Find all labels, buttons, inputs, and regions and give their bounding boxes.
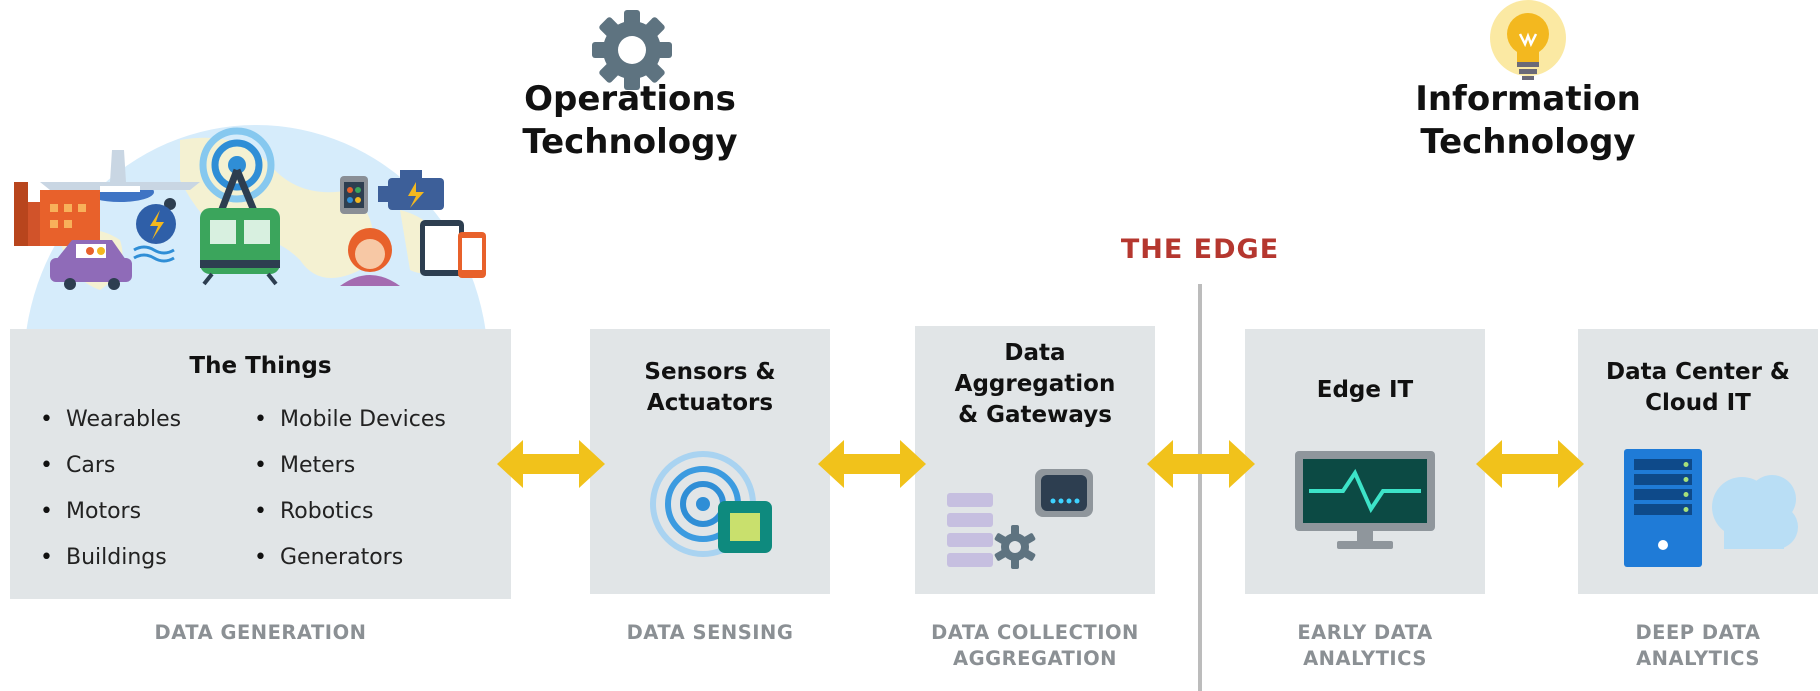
title-line: Actuators <box>646 390 774 416</box>
factory-icon <box>14 182 100 246</box>
things-list-right: Mobile Devices Meters Robotics Generator… <box>254 397 446 581</box>
double-arrow-icon <box>497 440 605 488</box>
title-line: Data <box>1004 340 1066 366</box>
caption-line: DEEP DATA <box>1635 621 1761 644</box>
edge-it-box: Edge IT <box>1245 329 1485 594</box>
edge-it-caption: EARLY DATA ANALYTICS <box>1245 620 1485 672</box>
list-item: Robotics <box>254 489 446 535</box>
gear-icon <box>592 10 672 90</box>
list-item: Mobile Devices <box>254 397 446 443</box>
things-illustration <box>14 125 486 330</box>
title-line: & Gateways <box>958 402 1112 428</box>
it-heading-line1: Information <box>1415 79 1641 119</box>
caption-line: DATA GENERATION <box>154 621 367 644</box>
tablet-icon <box>420 220 464 276</box>
ot-heading-line1: Operations <box>524 79 736 119</box>
datacenter-box: Data Center & Cloud IT <box>1578 329 1818 594</box>
monitor-pulse-icon <box>1295 451 1435 549</box>
double-arrow-icon <box>1147 440 1255 488</box>
caption-line: DATA SENSING <box>626 621 794 644</box>
phone-icon <box>458 232 486 278</box>
double-arrow-icon <box>1476 440 1584 488</box>
title-line: Aggregation <box>954 371 1116 397</box>
ot-heading: Operations Technology <box>480 78 780 164</box>
list-item: Cars <box>40 443 181 489</box>
list-item: Meters <box>254 443 446 489</box>
sensors-box: Sensors & Actuators <box>590 329 830 594</box>
list-item: Buildings <box>40 535 181 581</box>
ot-heading-line2: Technology <box>522 122 738 162</box>
sensors-title: Sensors & Actuators <box>590 357 830 419</box>
caption-line: EARLY DATA <box>1297 621 1433 644</box>
list-item: Generators <box>254 535 446 581</box>
gateway-caption: DATA COLLECTION AGGREGATION <box>895 620 1175 672</box>
double-arrow-icon <box>818 440 926 488</box>
things-list-left: Wearables Cars Motors Buildings <box>40 397 181 581</box>
sensors-caption: DATA SENSING <box>590 620 830 646</box>
it-heading-line2: Technology <box>1420 122 1636 162</box>
list-item: Wearables <box>40 397 181 443</box>
it-heading: Information Technology <box>1378 78 1678 164</box>
caption-line: AGGREGATION <box>953 647 1117 670</box>
title-line: Data Center & <box>1606 359 1790 385</box>
things-box: The Things Wearables Cars Motors Buildin… <box>10 329 511 599</box>
gateway-title: Data Aggregation & Gateways <box>915 338 1155 431</box>
person-icon <box>340 228 400 286</box>
lightbulb-icon <box>1490 0 1566 80</box>
caption-line: DATA COLLECTION <box>931 621 1139 644</box>
train-icon <box>200 208 280 286</box>
smartwatch-icon <box>340 176 368 214</box>
engine-icon <box>378 170 444 210</box>
title-line: Edge IT <box>1316 377 1414 403</box>
list-item: Motors <box>40 489 181 535</box>
title-line: Sensors & <box>644 359 776 385</box>
things-title: The Things <box>189 353 332 379</box>
gateway-icon <box>947 469 1093 569</box>
car-icon <box>50 240 132 290</box>
sensor-signal-icon <box>650 451 772 557</box>
server-cloud-icon <box>1624 449 1798 567</box>
caption-line: ANALYTICS <box>1636 647 1760 670</box>
things-caption: DATA GENERATION <box>10 620 511 646</box>
caption-line: ANALYTICS <box>1303 647 1427 670</box>
datacenter-caption: DEEP DATA ANALYTICS <box>1578 620 1818 672</box>
edge-divider <box>1198 284 1202 691</box>
title-line: Cloud IT <box>1645 390 1751 416</box>
gateway-box: Data Aggregation & Gateways <box>915 326 1155 594</box>
datacenter-title: Data Center & Cloud IT <box>1578 357 1818 419</box>
edge-label: THE EDGE <box>1120 234 1280 265</box>
edge-it-title: Edge IT <box>1245 375 1485 406</box>
power-plant-icon <box>133 204 176 263</box>
